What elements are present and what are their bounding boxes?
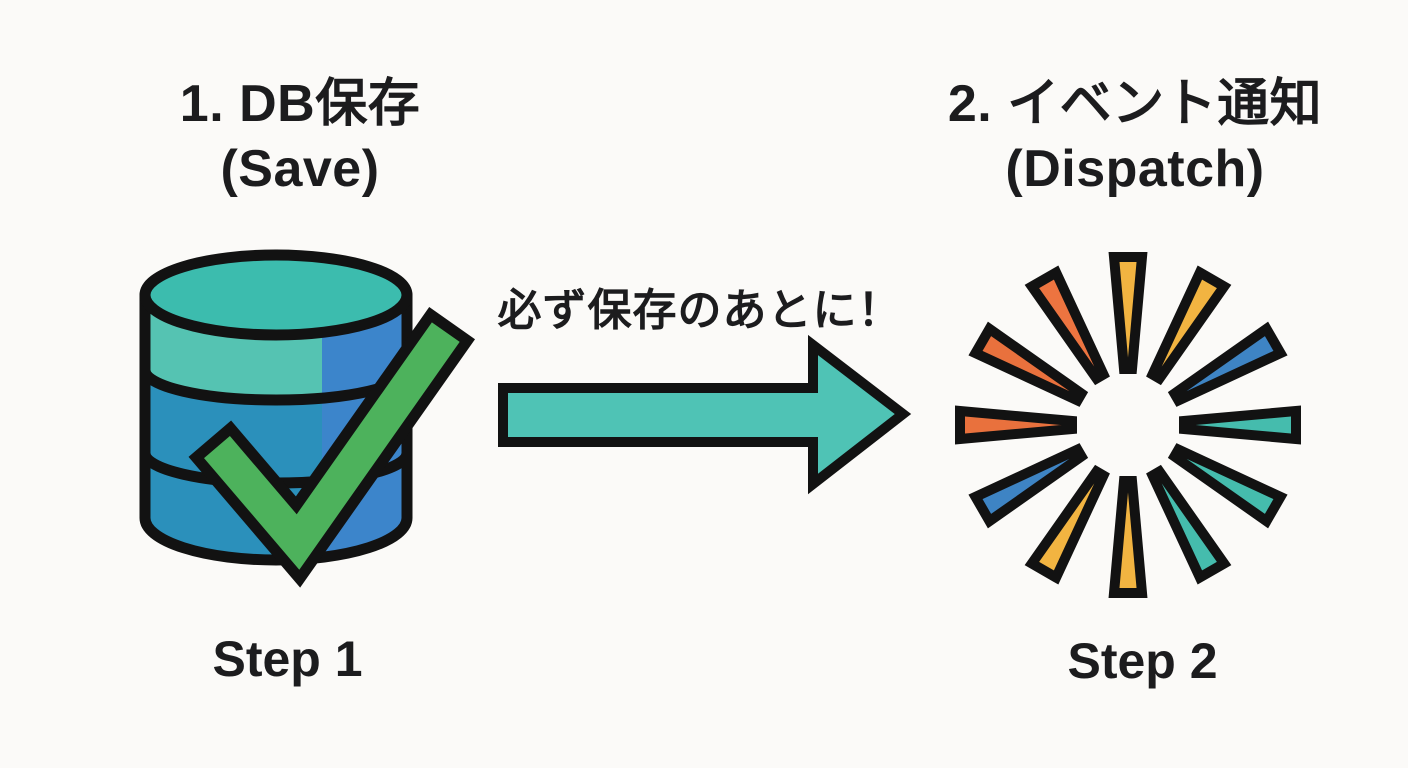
step1-title-line1: 1. DB保存 (179, 75, 421, 133)
dispatch-burst-icon (955, 252, 1301, 598)
checkmark-icon (188, 306, 476, 588)
burst-ray (1108, 476, 1148, 598)
burst-ray (1167, 321, 1288, 407)
burst-ray (968, 443, 1089, 529)
burst-ray (1108, 252, 1148, 374)
burst-ray (1146, 265, 1232, 386)
step2-title-line1: 2. イベント通知 (947, 75, 1323, 133)
step2-caption: Step 2 (1067, 633, 1218, 689)
database-outline (139, 289, 413, 566)
arrow-label: 必ず保存のあとに！ (497, 286, 903, 335)
burst-ray (1179, 405, 1301, 445)
database-top (139, 249, 413, 341)
step1-caption: Step 1 (212, 631, 363, 687)
arrow-right-icon (498, 334, 912, 495)
step2-title-line2: (Dispatch) (1005, 140, 1265, 198)
burst-ray (1024, 265, 1110, 386)
database-check-icon (139, 249, 476, 588)
burst-ray (1146, 464, 1232, 585)
step2-title: 2. イベント通知 (Dispatch) (900, 72, 1370, 202)
step1-title-line2: (Save) (220, 140, 380, 198)
burst-ray (1024, 464, 1110, 585)
step1-title: 1. DB保存 (Save) (90, 72, 510, 202)
burst-ray (968, 321, 1089, 407)
burst-ray (1167, 443, 1288, 529)
burst-ray (955, 405, 1077, 445)
